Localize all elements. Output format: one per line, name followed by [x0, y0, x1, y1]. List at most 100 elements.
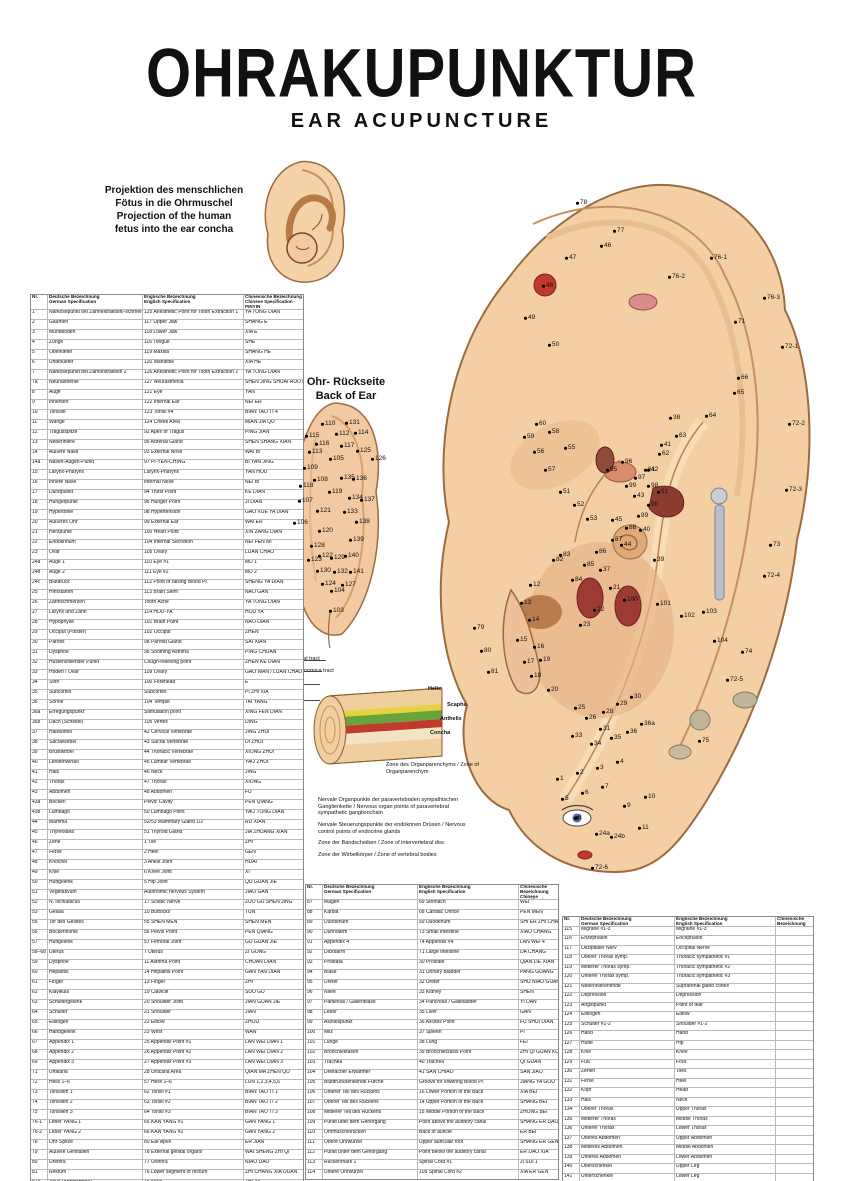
table-cell: 43b — [32, 810, 41, 815]
table-cell: 132 — [564, 1088, 573, 1093]
table-header-cell: Deutsche Bezeichnung German Specificatio… — [579, 917, 674, 926]
table-cell: 73 — [32, 1090, 38, 1095]
table-cell: WAI SHENG ZHI QI — [243, 1150, 303, 1159]
page-title: OHRAKUPUNKTUR — [145, 35, 698, 112]
table-cell: DA CHANG — [518, 950, 558, 959]
leader-line — [296, 684, 320, 685]
table-cell: 50 — [32, 880, 38, 885]
leader-line — [292, 671, 322, 672]
table-cell: 114 — [307, 1170, 315, 1175]
table-cell — [775, 983, 813, 992]
table-cell: 14a — [32, 460, 41, 465]
table-cell: XIA E — [243, 330, 303, 339]
table-cell: 36 — [32, 700, 38, 705]
table-cell: Dreifacher Erwärmer — [322, 1070, 417, 1079]
table-cell: DI ZHUI — [243, 740, 303, 749]
table-cell: 28 — [32, 620, 38, 625]
table-cell: Subcortex — [47, 690, 142, 699]
table-cell: 123 Tonsil #4 — [142, 410, 243, 419]
table-cell: Erregungspunkt — [47, 710, 142, 719]
table-cell: XIA ER GEN — [518, 1170, 558, 1179]
table-cell: Zahnschmerzen — [47, 600, 142, 609]
table-cell: Hungerpunkt — [47, 500, 142, 509]
table-cell: 102 — [307, 1050, 316, 1055]
table-cell: FU SHUI DIAN — [518, 1020, 558, 1029]
table-cell: RU XIAN — [243, 820, 303, 829]
table-cell: Knie — [47, 870, 142, 879]
table-header-cell: Deutsche Bezeichnung German Specificatio… — [322, 885, 417, 899]
back-ear-caption-de: Ohr- Rückseite — [306, 376, 386, 388]
table-cell: PANG GUANG — [518, 970, 558, 979]
table-cell: Kopf — [579, 1088, 674, 1097]
table-header-cell: Chinesische Bezeichnung Chinese Specific… — [775, 917, 813, 926]
table-cell: JING — [243, 770, 303, 779]
table-cell: 26 Appendix Point #2 — [142, 1050, 243, 1059]
table-cell: 129 — [564, 1059, 573, 1065]
table-cell: 31 — [32, 650, 38, 655]
table-cell: SHE — [243, 340, 303, 349]
table-cell: 16 Lower Portion of the Back — [417, 1090, 518, 1099]
table-cell: 52/53 Mammary Gland 1/2 — [142, 820, 243, 829]
table-cell: Milz — [322, 1030, 417, 1039]
table-cell: Innenohr — [47, 400, 142, 409]
table-cell: 30 — [32, 640, 38, 645]
table-cell: 74 — [32, 1100, 38, 1105]
table-cell: 79 — [32, 1150, 38, 1155]
table-cell: Duodenum — [322, 920, 417, 929]
table-cell: Sonne — [47, 700, 142, 709]
table-cell: JI DIAN — [243, 500, 303, 509]
table-cell: PEN QIANG — [243, 930, 303, 939]
table-cell: Kardia — [322, 910, 417, 919]
table-cell: 105 Ovary — [142, 550, 243, 559]
table-cell: QIAN LIE XIAN — [518, 960, 558, 969]
back-ear-caption-en: Back of Ear — [315, 389, 377, 402]
table-cell: 126 — [564, 1031, 573, 1036]
table-cell — [775, 1164, 813, 1173]
table-cell: Rückenmark 1 — [322, 1160, 417, 1169]
table-cell: 99 — [307, 1020, 313, 1025]
table-cell: PI ZHI XIA — [243, 690, 303, 699]
table-cell: Äußeres Ohr — [47, 520, 142, 529]
table-cell: Point above the auditory canal — [417, 1120, 518, 1129]
fetus-caption-en-1: Projection of the human — [116, 211, 232, 222]
table-cell: XING FEN DIAN — [243, 710, 303, 719]
table-cell: Subcortex — [142, 690, 243, 699]
table-cell: Hustenstillender Punkt — [47, 660, 142, 669]
table-cell: BIAN TAO TI 2 — [243, 1100, 303, 1109]
table-cell: Upper Thorax — [674, 1107, 775, 1116]
table-cell: 67 — [32, 1040, 38, 1045]
table-cell: Upper auricular root — [417, 1140, 518, 1149]
table-cell: SHENG YA DIAN — [243, 580, 303, 589]
table-cell: Unterschenkel — [579, 1173, 674, 1181]
table-cell: Larynx-Pharynx — [47, 470, 142, 479]
table-cell: ZHI CHANG XIA DUAN — [243, 1170, 303, 1179]
table-cell: 89 — [307, 920, 313, 925]
table-cell: 72 — [32, 1080, 38, 1085]
table-cell: Internal Nose — [142, 480, 243, 489]
table-cell: SHEN SHANG XIAN — [243, 440, 303, 449]
table-cell: 17 — [32, 490, 38, 495]
table-cell: 121 — [564, 983, 573, 989]
table-cell: Bronchiektasen — [322, 1050, 417, 1059]
table-cell: 52 — [32, 900, 38, 905]
table-cell: 5 Hip Joint — [142, 880, 243, 889]
table-cell: 16 — [32, 480, 38, 485]
table-cell: Ellbogen — [579, 1012, 674, 1021]
table-cell: 34 Pancreas / Gallbladder — [417, 1000, 518, 1009]
table-cell — [775, 1059, 813, 1068]
